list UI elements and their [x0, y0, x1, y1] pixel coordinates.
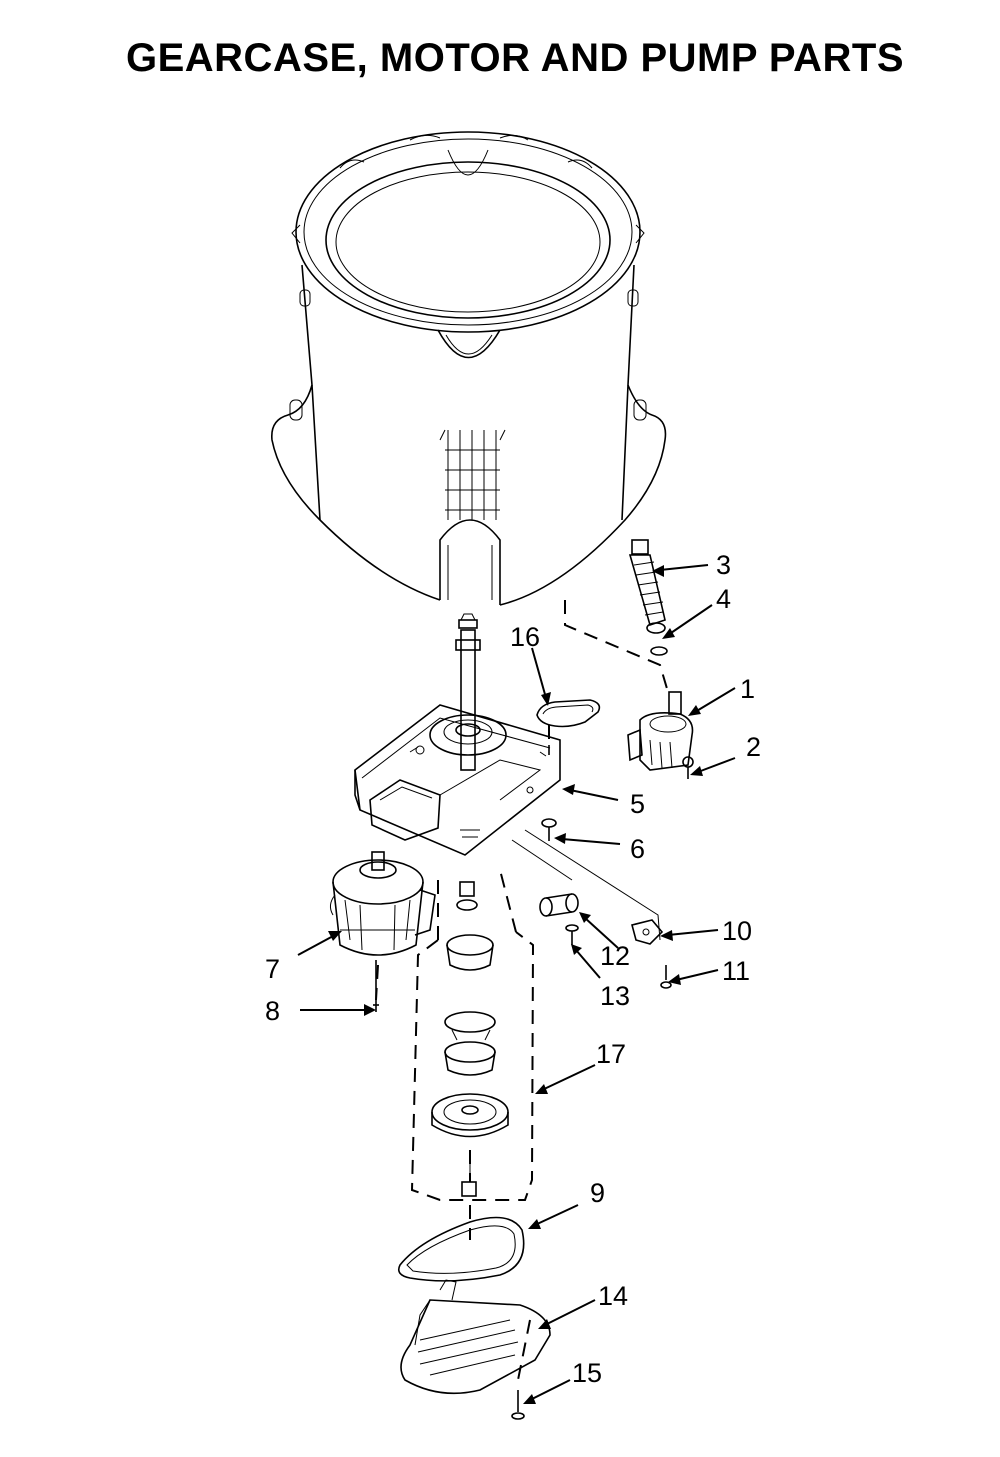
- callout-label: 6: [630, 834, 645, 864]
- screw-icon: [682, 756, 694, 779]
- callout-label: 5: [630, 789, 645, 819]
- callout-label: 8: [265, 996, 280, 1026]
- pin-icon: [373, 960, 379, 1012]
- screw-icon: [660, 965, 672, 989]
- callout-label: 16: [510, 622, 540, 652]
- pulley-kit-icon: [410, 869, 535, 1201]
- drive-motor-icon: [329, 851, 436, 956]
- diagram-title: GEARCASE, MOTOR AND PUMP PARTS: [125, 36, 905, 80]
- gasket-icon: [536, 699, 601, 728]
- callout-label: 1: [740, 674, 755, 704]
- callout-label: 3: [716, 550, 731, 580]
- screw-icon: [565, 924, 579, 945]
- callout-label: 13: [600, 981, 630, 1011]
- callout-leaders: [297, 564, 736, 1404]
- drain-hose-icon: [628, 539, 666, 634]
- capacitor-icon: [539, 893, 579, 917]
- bolt-icon: [541, 818, 557, 841]
- callout-label: 11: [722, 956, 750, 986]
- bracket-icon: [631, 919, 664, 945]
- screw-icon: [511, 1390, 525, 1420]
- callout-label: 14: [598, 1281, 628, 1311]
- callout-label: 12: [600, 941, 630, 971]
- callout-label: 2: [746, 732, 761, 762]
- callout-label: 4: [716, 584, 731, 614]
- callout-label: 7: [265, 954, 280, 984]
- alignment-lines: [375, 600, 669, 1381]
- motor-shield-icon: [400, 1279, 551, 1395]
- callout-labels: 3 4 1 2 5 6 10 11 12 13 7 8 17 9 14 15 1…: [265, 550, 761, 1388]
- drain-pump-icon: [627, 691, 694, 771]
- drive-belt-icon: [397, 1216, 525, 1282]
- hose-clamp-icon: [650, 646, 668, 656]
- callout-label: 17: [596, 1039, 626, 1069]
- callout-label: 15: [572, 1358, 602, 1388]
- callout-label: 10: [722, 916, 752, 946]
- wash-tub-icon: [271, 131, 667, 606]
- callout-label: 9: [590, 1178, 605, 1208]
- gearcase-icon: [354, 613, 561, 856]
